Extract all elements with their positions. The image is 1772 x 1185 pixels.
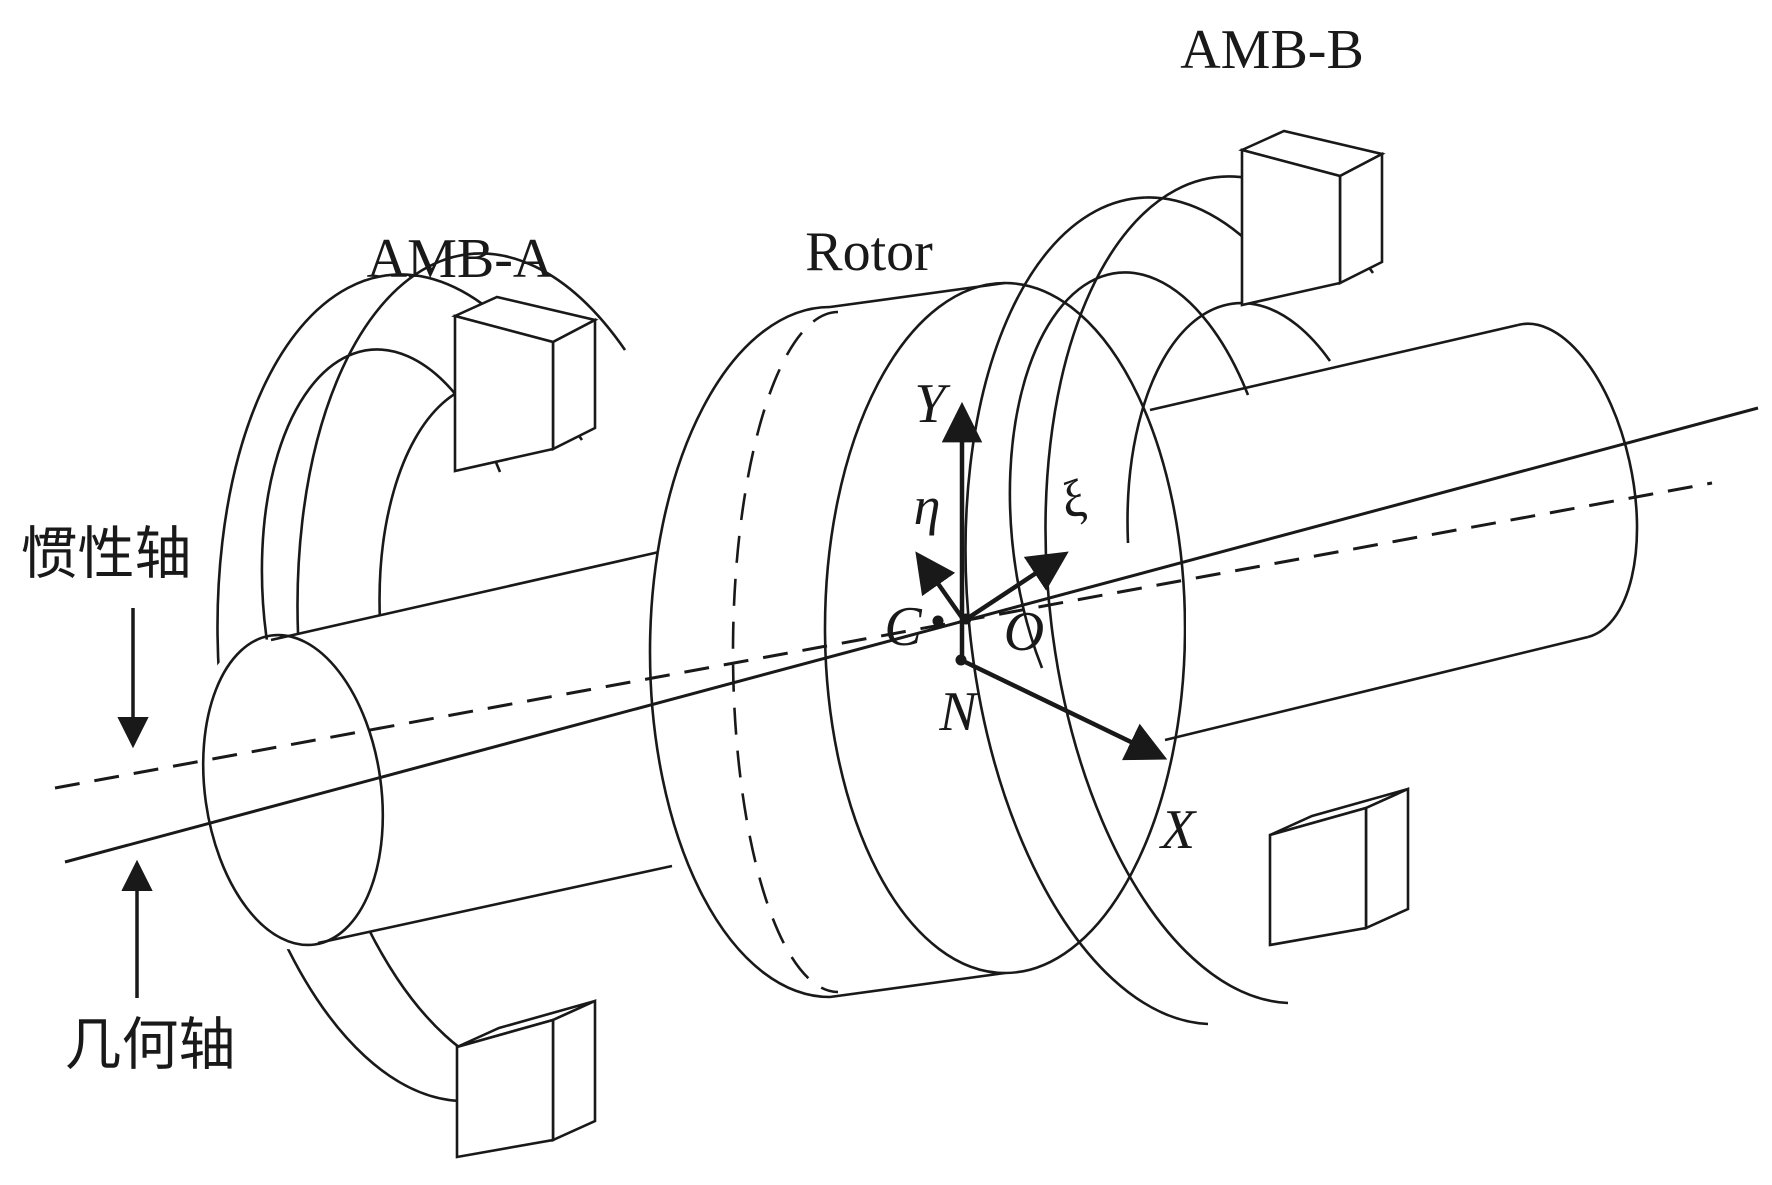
amb-b-back-inner-arc: [1126, 301, 1332, 544]
amb-a-bottom-pole-side-face: [551, 998, 597, 1143]
rotor-front-face: [823, 281, 1187, 975]
inertia-axis-label: 惯性轴: [21, 523, 192, 586]
amb-b-top-pole-side-face: [1338, 151, 1384, 286]
shaft-bottom-edge-right: [1164, 635, 1589, 742]
shaft-left-body: [188, 545, 700, 950]
x-axis-label: X: [1159, 799, 1198, 861]
amb-b-bottom-pole-side-face: [1364, 786, 1410, 931]
geometric-axis-label: 几何轴: [65, 1014, 236, 1077]
amb-b-bottom-pole-front-face: [1268, 806, 1368, 947]
rotor-disk-body: [650, 283, 1185, 997]
eta-axis-label: η: [914, 476, 941, 536]
geometric-axis-line: [64, 406, 1759, 864]
shaft-right-body: [1186, 323, 1638, 732]
amb-b-front-outer-arc: [964, 196, 1295, 1026]
amb-b-top-pole-front-face: [1240, 148, 1342, 307]
amb-a-back-outer-arc: [296, 252, 627, 1082]
point-o-dot: [960, 613, 972, 625]
y-axis-label: Y: [914, 373, 951, 435]
point-n-label: N: [938, 681, 979, 743]
rotor-bottom-silhouette: [829, 971, 1006, 999]
point-c-dot: [932, 615, 944, 627]
point-n-dot: [955, 654, 967, 666]
point-o-label: O: [1004, 601, 1044, 663]
amb-a-bottom-pole-front-face: [455, 1018, 555, 1159]
rotor-left-face-hidden-arc: [731, 310, 839, 994]
shaft-top-edge-left: [270, 543, 691, 642]
rotor-left-face-silhouette: [648, 305, 831, 999]
shaft-right-end-face: [1517, 322, 1639, 639]
shaft-top-edge-right: [1149, 323, 1519, 412]
eta-axis-arrow: [915, 551, 967, 624]
point-c-label: C: [884, 596, 922, 658]
amb-a-front-outer-arc: [216, 273, 547, 1103]
x-axis-arrow: [960, 657, 1168, 761]
amb-a-front-inner-arc: [260, 348, 502, 746]
xi-axis-arrow: [963, 551, 1069, 622]
amb-a-top-pole-front-face: [453, 314, 555, 473]
rotor-label: Rotor: [805, 221, 933, 283]
amb-a-top-pole-side-face: [551, 317, 597, 452]
inertia-axis-line: [54, 481, 1713, 790]
amb-a-label: AMB-A: [367, 228, 554, 290]
amb-b-front-inner-arc: [1008, 271, 1250, 669]
amb-b-label: AMB-B: [1180, 19, 1364, 81]
shaft-bottom-edge-left: [317, 864, 673, 945]
